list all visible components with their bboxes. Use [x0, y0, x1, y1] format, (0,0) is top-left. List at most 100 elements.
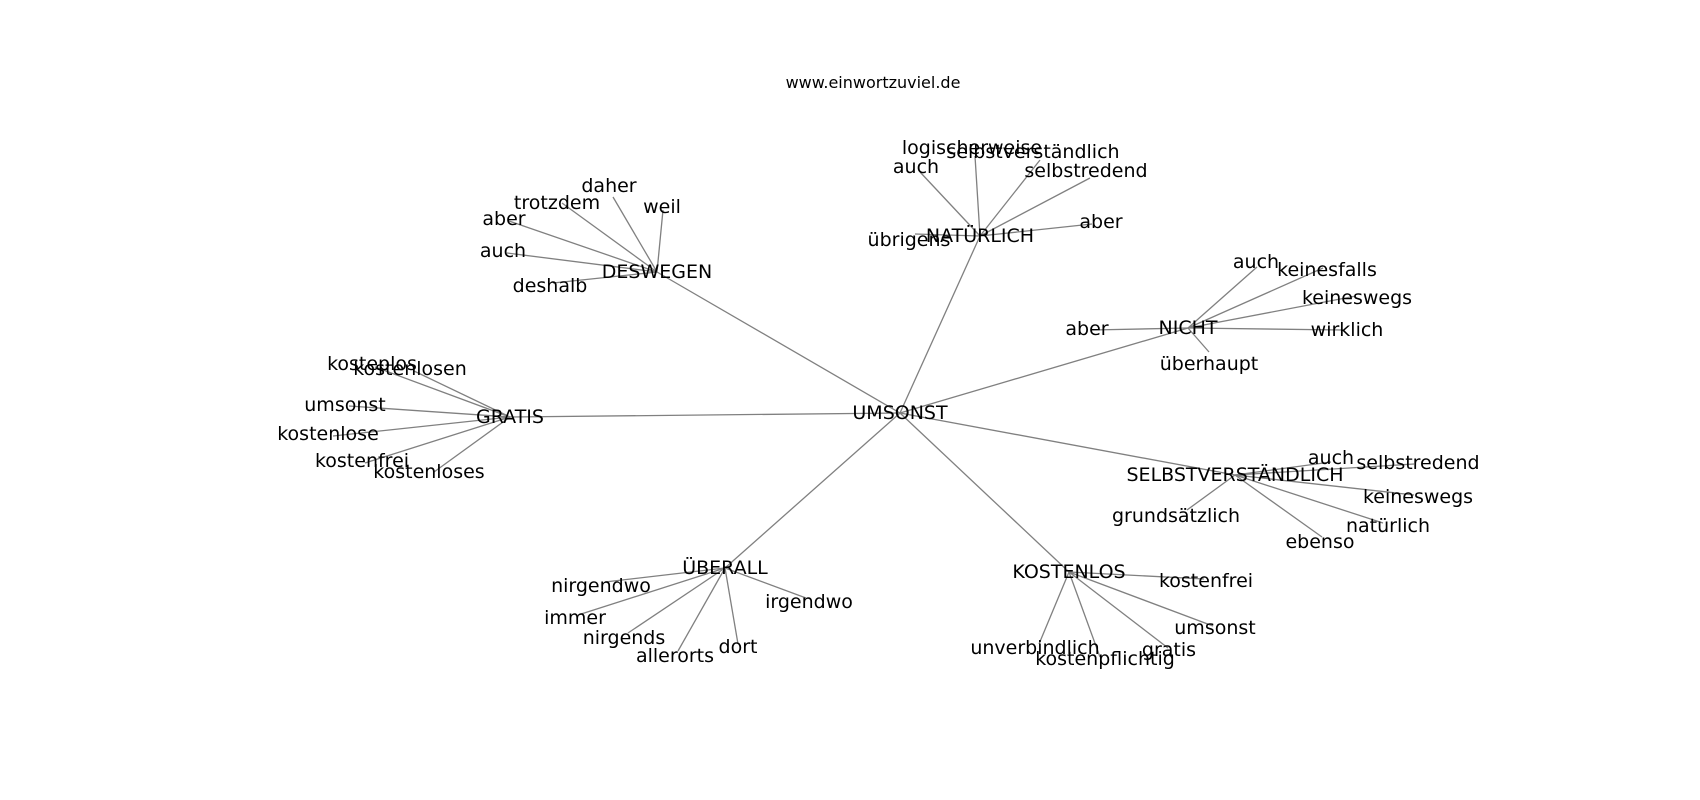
- edge-kostenlos-unverbindlich: [1038, 571, 1070, 645]
- edge-kostenlos-kostenpflichtig: [1068, 571, 1101, 658]
- edge-deswegen-trotzdem: [561, 202, 658, 273]
- edge-selbstverstaendlich-ebenso: [1234, 474, 1323, 538]
- edge-nicht-keinesfalls: [1187, 267, 1324, 329]
- leaf-node-selbstverstaendlich-grundsaetzlich: grundsätzlich: [1112, 505, 1240, 527]
- leaf-node-natuerlich-auch: auch: [893, 156, 939, 178]
- hub-node-natuerlich: NATÜRLICH: [926, 224, 1034, 247]
- leaf-node-ueberall-dort: dort: [719, 636, 758, 658]
- leaf-node-kostenlos-unverbindlich: unverbindlich: [970, 637, 1099, 659]
- leaf-node-ueberall-immer: immer: [544, 607, 606, 629]
- edge-root-ueberall: [724, 412, 901, 569]
- leaf-node-nicht-wirklich: wirklich: [1311, 319, 1384, 341]
- leaf-node-nicht-auch: auch: [1233, 251, 1279, 273]
- hub-node-deswegen: DESWEGEN: [602, 261, 712, 283]
- edge-ueberall-nirgends: [627, 567, 726, 634]
- leaf-node-natuerlich-logischerweise: logischerweise: [902, 137, 1042, 159]
- edge-natuerlich-selbstredend: [979, 177, 1091, 237]
- leaf-node-kostenlos-gratis: gratis: [1142, 639, 1196, 661]
- edge-gratis-kostenfrei: [364, 416, 511, 464]
- edge-gratis-kosteplos: [374, 366, 511, 418]
- leaf-node-selbstverstaendlich-selbstredend: selbstredend: [1356, 452, 1479, 474]
- hub-node-ueberall: ÜBERALL: [682, 556, 768, 579]
- edge-selbstverstaendlich-natuerlich: [1234, 474, 1384, 524]
- edge-ueberall-irgendwo: [724, 567, 807, 599]
- edge-root-kostenlos: [899, 412, 1070, 573]
- leaf-node-natuerlich-uebrigens: übrigens: [868, 229, 951, 251]
- hub-node-selbstverstaendlich: SELBSTVERSTÄNDLICH: [1127, 463, 1344, 486]
- edge-natuerlich-logischerweise: [974, 155, 981, 237]
- leaf-node-gratis-kostenlosen: kostenlosen: [353, 358, 467, 380]
- leaf-node-kostenlos-umsonst: umsonst: [1174, 617, 1255, 639]
- leaf-node-kostenlos-kostenfrei: kostenfrei: [1159, 570, 1253, 592]
- leaf-node-natuerlich-selbstredend: selbstredend: [1024, 160, 1147, 182]
- leaf-node-ueberall-nirgends: nirgends: [583, 627, 666, 649]
- leaf-node-deswegen-trotzdem: trotzdem: [514, 192, 600, 214]
- edge-selbstverstaendlich-grundsaetzlich: [1186, 474, 1236, 511]
- edges-layer: [332, 155, 1415, 658]
- leaf-node-ueberall-allerorts: allerorts: [636, 645, 714, 667]
- leaf-node-gratis-kosteplos: kosteplos: [327, 353, 417, 375]
- edge-nicht-keineswegs: [1187, 295, 1357, 329]
- edge-root-nicht: [899, 327, 1189, 414]
- edge-nicht-ueberhaupt: [1187, 327, 1210, 353]
- root-node-label: UMSONST: [852, 402, 948, 424]
- edge-deswegen-deshalb: [552, 271, 658, 284]
- leaf-node-nicht-ueberhaupt: überhaupt: [1160, 353, 1259, 375]
- edge-selbstverstaendlich-auch: [1234, 461, 1332, 476]
- leaf-node-deswegen-weil: weil: [643, 196, 681, 218]
- leaf-node-natuerlich-selbstverstaendlich: selbstverständlich: [946, 141, 1119, 163]
- leaf-node-ueberall-nirgendwo: nirgendwo: [551, 575, 651, 597]
- edge-nicht-auch: [1187, 266, 1258, 329]
- edge-natuerlich-uebrigens: [914, 233, 981, 237]
- hub-node-gratis: GRATIS: [476, 406, 544, 428]
- leaf-node-gratis-kostenlose: kostenlose: [277, 423, 379, 445]
- leaf-node-nicht-aber: aber: [1065, 318, 1108, 340]
- edge-kostenlos-umsonst: [1068, 571, 1214, 627]
- edge-nicht-aber: [1091, 327, 1189, 331]
- leaf-node-kostenlos-kostenpflichtig: kostenpflichtig: [1035, 648, 1175, 670]
- edge-natuerlich-auch: [919, 171, 981, 237]
- edge-root-selbstverstaendlich: [899, 412, 1236, 476]
- leaf-node-selbstverstaendlich-auch: auch: [1308, 447, 1354, 469]
- edge-root-gratis: [509, 412, 901, 418]
- leaf-node-gratis-kostenloses: kostenloses: [373, 461, 484, 483]
- leaf-node-deswegen-deshalb: deshalb: [513, 275, 588, 297]
- edge-deswegen-auch: [506, 252, 658, 273]
- leaf-node-ueberall-irgendwo: irgendwo: [765, 591, 853, 613]
- edge-gratis-kostenlosen: [413, 370, 511, 418]
- edge-selbstverstaendlich-selbstredend: [1234, 463, 1415, 476]
- edge-selbstverstaendlich-keineswegs: [1234, 474, 1415, 496]
- edge-deswegen-aber: [508, 220, 658, 273]
- edge-kostenlos-gratis: [1068, 571, 1169, 649]
- source-label: www.einwortzuviel.de: [786, 73, 961, 92]
- edge-gratis-kostenloses: [433, 416, 511, 473]
- leaf-node-gratis-kostenfrei: kostenfrei: [315, 450, 409, 472]
- edge-nicht-wirklich: [1187, 327, 1344, 331]
- leaf-node-selbstverstaendlich-ebenso: ebenso: [1285, 531, 1354, 553]
- edge-gratis-umsonst: [348, 405, 511, 418]
- edge-natuerlich-selbstverstaendlich: [979, 159, 1041, 237]
- edge-ueberall-allerorts: [677, 567, 726, 652]
- edge-ueberall-nirgendwo: [604, 567, 726, 583]
- leaf-node-nicht-keinesfalls: keinesfalls: [1277, 259, 1377, 281]
- leaf-node-deswegen-auch: auch: [480, 240, 526, 262]
- edge-deswegen-weil: [656, 209, 664, 273]
- leaf-node-selbstverstaendlich-natuerlich: natürlich: [1346, 515, 1430, 537]
- edge-kostenlos-kostenfrei: [1068, 571, 1205, 580]
- labels-layer: UMSONST NATÜRLICH logischerweiseselbstvers…: [277, 137, 1479, 670]
- leaf-node-natuerlich-aber: aber: [1079, 211, 1122, 233]
- leaf-node-deswegen-aber: aber: [482, 208, 525, 230]
- leaf-node-selbstverstaendlich-keineswegs: keineswegs: [1363, 486, 1473, 508]
- edge-root-deswegen: [656, 271, 901, 414]
- hub-node-nicht: NICHT: [1159, 317, 1218, 339]
- edge-deswegen-daher: [612, 196, 658, 273]
- hub-node-kostenlos: KOSTENLOS: [1012, 561, 1125, 583]
- edge-ueberall-immer: [577, 567, 726, 616]
- leaf-node-gratis-umsonst: umsonst: [304, 394, 385, 416]
- edge-natuerlich-aber: [979, 223, 1093, 237]
- edge-gratis-kostenlose: [332, 416, 511, 437]
- leaf-node-nicht-keineswegs: keineswegs: [1302, 287, 1412, 309]
- leaf-node-deswegen-daher: daher: [581, 175, 636, 197]
